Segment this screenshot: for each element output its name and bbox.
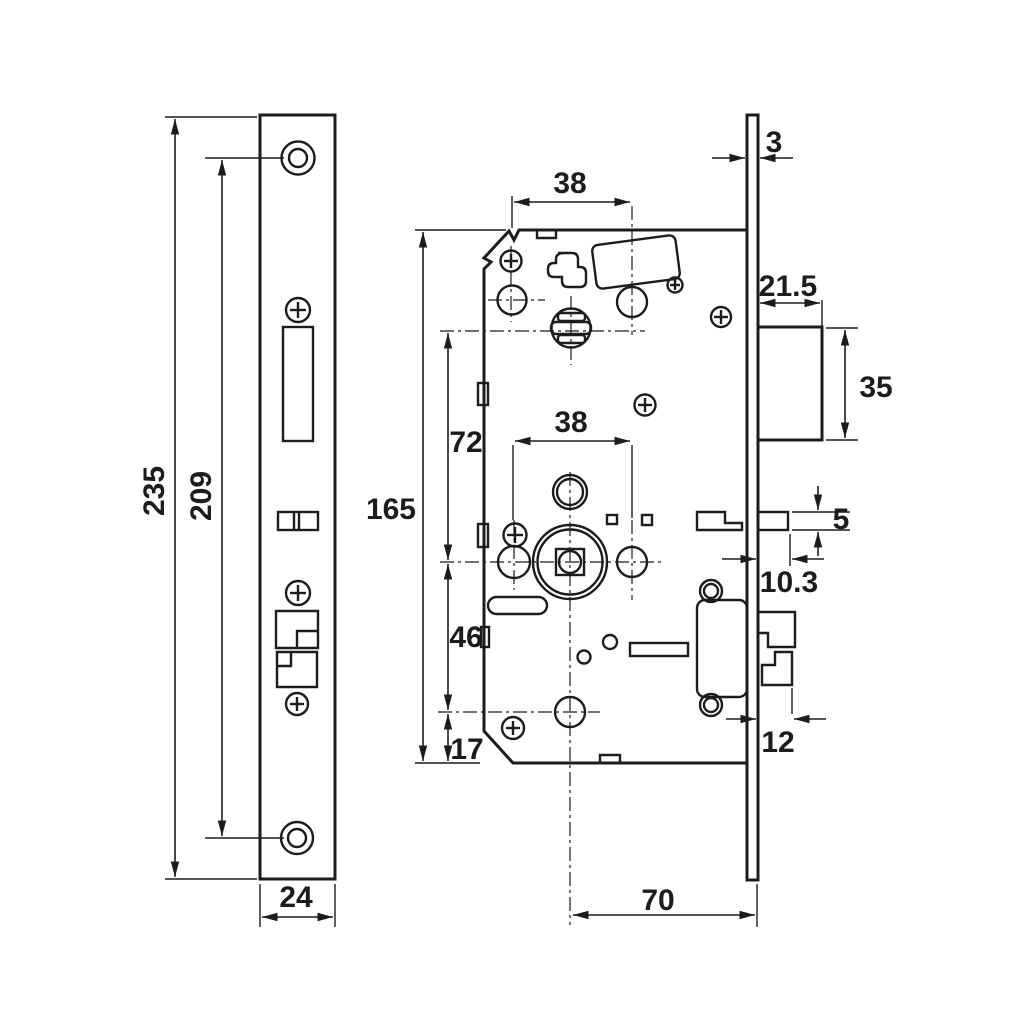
bottom-mounting-hole-inner xyxy=(286,827,308,849)
dim-label-aux-projection: 10.3 xyxy=(760,566,818,599)
deadbolt-tip-lower xyxy=(760,650,794,687)
aux-bolt-cutout xyxy=(276,510,320,532)
dim-label-spindle-lower: 46 xyxy=(449,621,482,654)
tilted-lever-plate xyxy=(591,234,681,290)
deadbolt-assembly xyxy=(695,578,749,718)
protruding-bolts xyxy=(756,325,824,687)
lock-body-outline xyxy=(481,228,749,765)
screw-icon xyxy=(284,296,312,324)
dim-label-latch-projection: 21.5 xyxy=(759,270,817,303)
small-hole xyxy=(576,649,592,665)
side-view-lock-body xyxy=(438,206,749,925)
screw-icon xyxy=(502,522,528,548)
small-hole xyxy=(601,633,619,651)
screw-icon xyxy=(633,393,657,417)
dim-label-latch-height: 35 xyxy=(859,371,892,404)
left-edge-tab xyxy=(476,522,490,549)
hole xyxy=(496,544,532,580)
screw-icon xyxy=(666,276,684,294)
dim-label-plate-width: 24 xyxy=(279,881,313,914)
front-view-dimensions: 235 209 24 xyxy=(138,116,336,927)
top-edge-notch xyxy=(535,230,558,240)
dim-label-follower-spindle: 72 xyxy=(449,426,482,459)
deadbolt-tip-upper xyxy=(756,610,797,649)
aux-bolt-tip xyxy=(756,510,790,532)
small-square-hole xyxy=(640,513,654,527)
deadbolt-cutout xyxy=(274,609,320,689)
aux-bolt-inner xyxy=(695,510,744,532)
dim-label-hole-spacing: 209 xyxy=(185,471,218,521)
dim-label-thickness: 3 xyxy=(766,126,783,159)
screw-icon xyxy=(284,691,310,717)
side-view-dimensions: 38 3 21.5 35 165 72 38 5 xyxy=(366,126,893,927)
cam-plate xyxy=(546,251,588,289)
cylinder-top-ring-inner xyxy=(555,477,585,507)
spindle-hub xyxy=(531,523,609,601)
dim-label-overall-height: 235 xyxy=(138,466,171,516)
latch-bolt xyxy=(756,325,824,442)
dim-label-top-hole-offset: 38 xyxy=(553,167,586,200)
hole xyxy=(615,545,649,579)
dim-label-spindle-offset: 38 xyxy=(554,406,587,439)
dim-label-bottom-offset: 17 xyxy=(450,733,483,766)
hole xyxy=(553,695,587,729)
dim-label-throw: 12 xyxy=(761,726,794,759)
left-edge-tab xyxy=(479,625,491,649)
dim-label-backset: 70 xyxy=(641,884,674,917)
lever-bar xyxy=(628,641,690,658)
bottom-mounting-hole xyxy=(279,820,315,856)
screw-icon xyxy=(709,305,733,329)
hole xyxy=(496,284,528,316)
small-square-hole xyxy=(605,513,619,526)
faceplate-side-view xyxy=(745,113,760,882)
screw-icon xyxy=(500,715,526,741)
hole xyxy=(615,285,649,319)
dim-label-aux-thickness: 5 xyxy=(833,503,850,536)
top-mounting-hole xyxy=(280,140,316,176)
dim-label-body-height: 165 xyxy=(366,493,416,526)
top-mounting-hole-inner xyxy=(287,147,309,169)
latch-cutout xyxy=(281,325,315,443)
bottom-edge-notch xyxy=(598,753,622,763)
faceplate-outline xyxy=(258,113,337,881)
slot-hole xyxy=(486,595,549,616)
latch-follower xyxy=(549,307,593,349)
screw-icon xyxy=(499,249,523,273)
left-edge-tab xyxy=(476,381,490,407)
front-view-faceplate xyxy=(258,113,337,881)
cylinder-top-ring xyxy=(551,473,589,511)
screw-icon xyxy=(284,579,312,607)
